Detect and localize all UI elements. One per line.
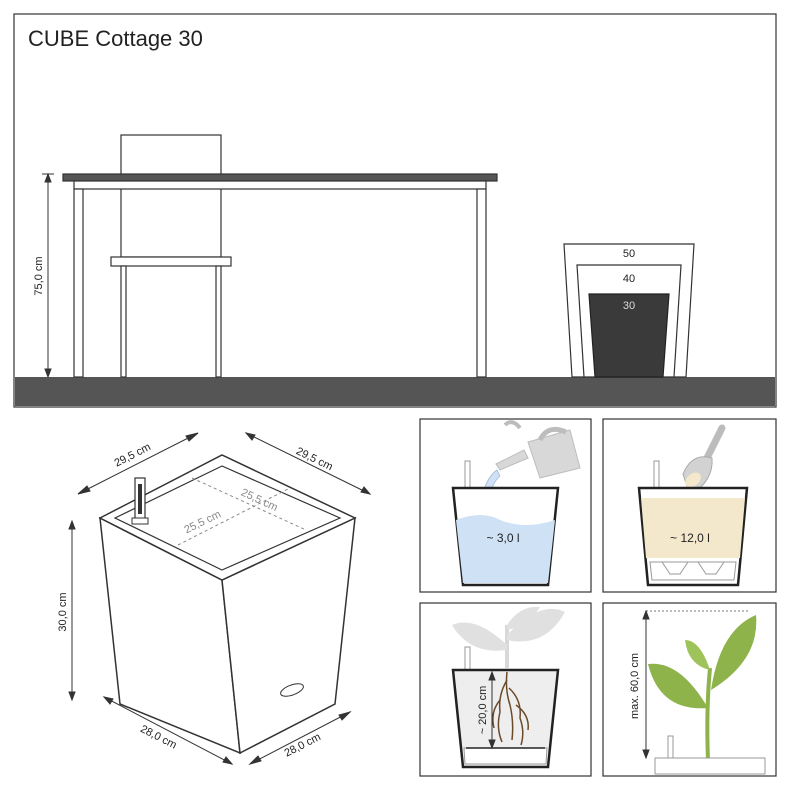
reservoir-insert bbox=[463, 747, 548, 765]
soil-volume-label: ~ 12,0 l bbox=[670, 531, 710, 545]
page-title: CUBE Cottage 30 bbox=[28, 26, 203, 51]
pot-outline bbox=[451, 668, 560, 769]
watering-can-icon bbox=[495, 420, 581, 479]
size-50-label: 50 bbox=[623, 248, 635, 260]
size-comparison: 50 40 30 bbox=[563, 243, 695, 378]
panel-plant: max. 60,0 cm bbox=[602, 602, 777, 777]
cube-height-dimension bbox=[68, 519, 76, 702]
chair-icon bbox=[110, 134, 232, 378]
table-height-label: 75,0 cm bbox=[33, 256, 45, 295]
indicator-tube bbox=[464, 646, 471, 673]
top-width-left-label: 29,5 cm bbox=[112, 441, 152, 469]
size-40-label: 40 bbox=[623, 273, 635, 285]
indicator-tube bbox=[653, 460, 660, 490]
roots-icon bbox=[492, 671, 529, 746]
bottom-right-label: 28,0 cm bbox=[282, 731, 322, 759]
plant-height-dimension bbox=[642, 609, 650, 760]
cube-opening bbox=[113, 465, 342, 571]
floor bbox=[15, 377, 775, 406]
cube-height-label: 30,0 cm bbox=[57, 592, 69, 631]
water-level-indicator-icon bbox=[131, 477, 149, 525]
bottom-left-label: 28,0 cm bbox=[138, 723, 178, 751]
panel-roots: ~ 20,0 cm bbox=[419, 602, 592, 777]
panel-water: ~ 3,0 l bbox=[419, 418, 592, 593]
table-icon bbox=[62, 173, 498, 378]
root-depth-dimension bbox=[488, 670, 496, 750]
indicator-tube bbox=[667, 735, 674, 759]
panel-soil: ~ 12,0 l bbox=[602, 418, 777, 593]
size-30-label: 30 bbox=[623, 300, 635, 312]
root-depth-label: ~ 20,0 cm bbox=[477, 686, 489, 735]
room-scene: CUBE Cottage 30 75,0 cm bbox=[13, 13, 777, 408]
green-plant-icon bbox=[648, 615, 757, 761]
faded-plant-icon bbox=[452, 606, 565, 668]
brand-badge-icon bbox=[280, 683, 304, 697]
bottom-width-dimensions bbox=[102, 696, 352, 765]
pot-rim bbox=[654, 757, 766, 775]
inner-dimension-lines bbox=[177, 477, 307, 546]
water-fill bbox=[456, 515, 555, 583]
cube-dimensions-drawing: 25,5 cm 25,5 cm 29,5 cm 29,5 cm 30,0 cm bbox=[57, 432, 372, 765]
table-height-dimension bbox=[42, 172, 54, 379]
indicator-tube bbox=[464, 460, 471, 490]
top-width-dimensions bbox=[77, 432, 372, 495]
trowel-icon bbox=[682, 424, 726, 497]
soil-fill bbox=[641, 498, 745, 558]
reservoir-insert bbox=[649, 561, 737, 581]
plant-height-label: max. 60,0 cm bbox=[629, 653, 641, 719]
water-volume-label: ~ 3,0 l bbox=[486, 531, 519, 545]
pot-size-30 bbox=[588, 293, 670, 378]
